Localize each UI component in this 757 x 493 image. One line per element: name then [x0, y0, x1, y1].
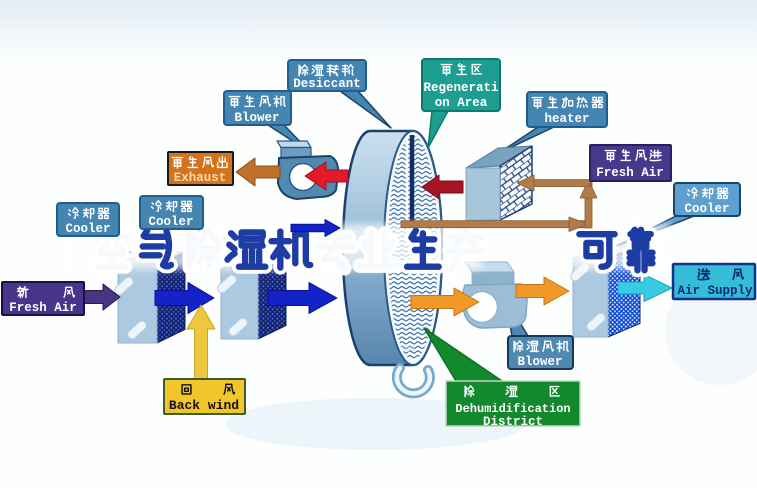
svg-text:District: District	[483, 415, 543, 429]
svg-text:Fresh Air: Fresh Air	[9, 301, 77, 315]
svg-text:Fresh Air: Fresh Air	[596, 166, 664, 180]
svg-text:Blower: Blower	[517, 355, 562, 369]
svg-text:Dehumidification: Dehumidification	[455, 402, 570, 416]
svg-text:heater: heater	[544, 112, 589, 126]
svg-text:Air Supply: Air Supply	[677, 284, 753, 298]
svg-text:xtjd: xtjd	[402, 344, 414, 353]
svg-text:Cooler: Cooler	[148, 215, 193, 229]
svg-text:Cooler: Cooler	[684, 202, 729, 216]
svg-text:Cooler: Cooler	[65, 222, 110, 236]
svg-text:Exhaust: Exhaust	[174, 171, 227, 185]
svg-text:Blower: Blower	[234, 111, 279, 125]
svg-text:Desiccant: Desiccant	[293, 77, 361, 91]
svg-text:Back wind: Back wind	[169, 398, 239, 413]
svg-text:on Area: on Area	[435, 96, 488, 110]
svg-text:Regenerati: Regenerati	[423, 81, 498, 95]
